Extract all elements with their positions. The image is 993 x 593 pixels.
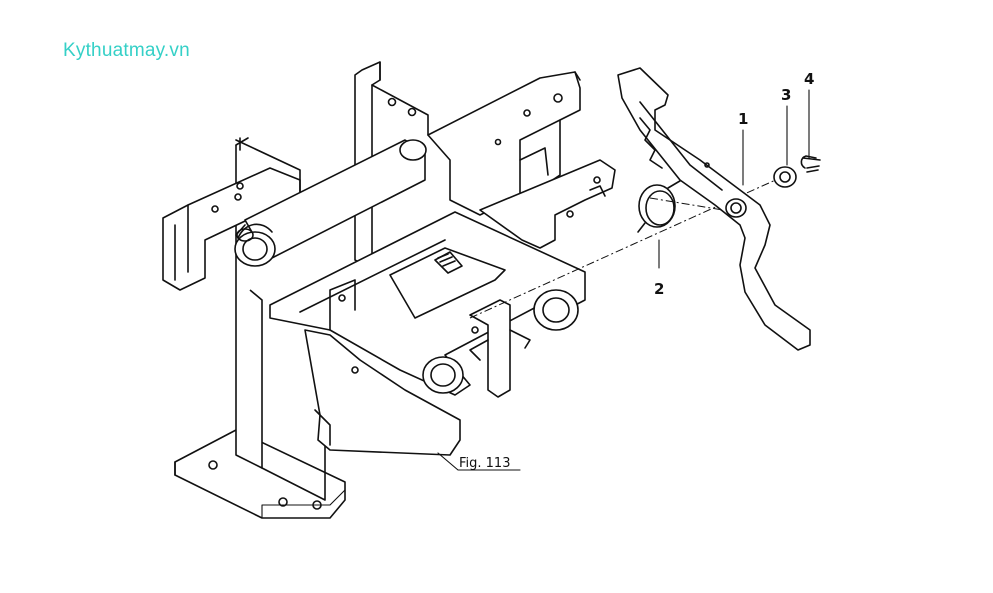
- cotter-pin: [800, 155, 821, 173]
- pin-bracket: [469, 299, 531, 398]
- figure-reference: Fig. 113: [459, 456, 510, 471]
- lever: [617, 67, 811, 351]
- front-bushing: [422, 356, 464, 394]
- washer: [773, 166, 797, 188]
- callout-3: 3: [781, 86, 791, 104]
- callout-4: 4: [804, 70, 814, 88]
- callout-2: 2: [654, 280, 664, 298]
- main-shaft-tube: [234, 139, 427, 267]
- right-bushing: [533, 289, 579, 331]
- callout-1: 1: [738, 110, 748, 128]
- right-front-plate: [479, 159, 616, 249]
- leader-lines: [437, 89, 810, 471]
- watermark-text: Kythuatmay.vn: [63, 40, 190, 61]
- lower-guide-sheet: [304, 329, 461, 456]
- torsion-spring: [637, 174, 691, 233]
- slotted-plate: [389, 247, 506, 319]
